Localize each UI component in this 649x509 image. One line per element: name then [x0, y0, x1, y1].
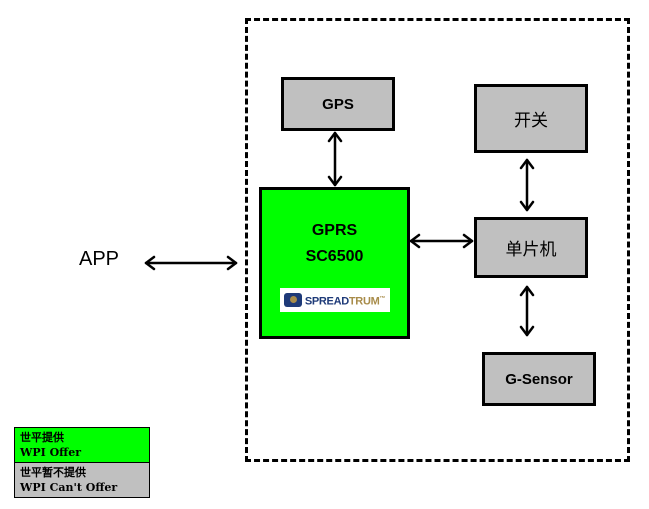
gprs-mcu-arrow [409, 233, 474, 249]
switch-mcu-arrow [519, 158, 535, 212]
gps-block: GPS [281, 77, 395, 131]
gprs-label: GPRS [311, 222, 358, 239]
switch-label: 开关 [514, 111, 548, 131]
chip-model-label: SC6500 [305, 248, 364, 265]
legend-not-offered-cn: 世平暂不提供 [20, 466, 86, 479]
gps-gprs-arrow [327, 131, 343, 187]
legend-offered: 世平提供 WPI Offer [15, 428, 149, 463]
gps-label: GPS [322, 95, 354, 113]
mcu-gsensor-arrow [519, 285, 535, 337]
legend-offered-cn: 世平提供 [20, 431, 64, 444]
legend-not-offered: 世平暂不提供 WPI Can't Offer [15, 463, 149, 497]
logo-tm: ™ [379, 295, 386, 302]
app-label: APP [79, 248, 120, 270]
switch-block: 开关 [474, 84, 588, 153]
spreadtrum-logo: SPREADTRUM™ [279, 288, 390, 312]
gprs-module-block: GPRS SC6500 SPREADTRUM™ [259, 187, 410, 339]
app-gprs-arrow [144, 255, 238, 271]
legend-offered-en: WPI Offer [20, 446, 82, 459]
logo-text-part2: TRUM [348, 295, 380, 308]
device-boundary [245, 18, 630, 462]
gsensor-label: G-Sensor [505, 370, 573, 388]
logo-text-part1: SPREAD [304, 295, 349, 308]
mcu-label: 单片机 [505, 240, 557, 260]
legend: 世平提供 WPI Offer 世平暂不提供 WPI Can't Offer [14, 427, 150, 498]
mcu-block: 单片机 [474, 217, 588, 278]
spreadtrum-logo-icon [283, 293, 302, 307]
gsensor-block: G-Sensor [482, 352, 596, 406]
legend-not-offered-en: WPI Can't Offer [20, 481, 118, 494]
